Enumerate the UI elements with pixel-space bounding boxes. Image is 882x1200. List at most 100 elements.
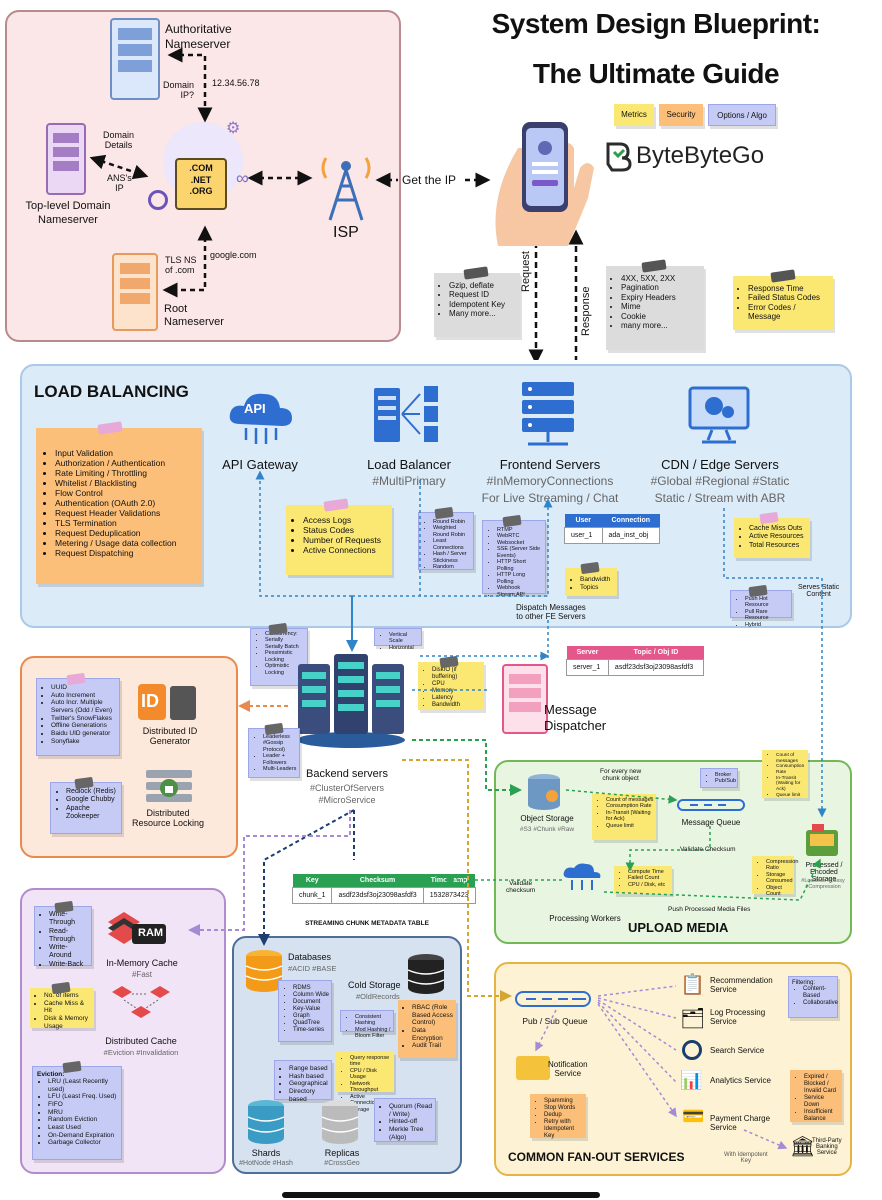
gateway-security-list: Input ValidationAuthorization / Authenti… (44, 448, 198, 558)
db-types-list-item: RDMS (293, 985, 329, 992)
sharding-note: Range basedHash basedGeographicalDirecto… (274, 1060, 332, 1103)
replicas-icon (320, 1098, 360, 1146)
dns-arrows (89, 47, 584, 360)
upload-mq-metrics-list: Count of messagesConsumption RateIn-Tran… (765, 753, 806, 798)
notification-notes: SpammingStop WordsDedupRetry with Idempo… (530, 1094, 586, 1139)
id-generator-label: Distributed ID Generator (142, 726, 198, 746)
cache-metrics-list-item: No. of items (44, 992, 92, 1000)
org-label: .ORG (189, 186, 213, 197)
load-balancing-heading: LOAD BALANCING (34, 382, 189, 401)
notification-icon (516, 1056, 550, 1080)
upload-mq-metrics-note: Count of messagesConsumption RateIn-Tran… (762, 750, 808, 798)
storage-metrics-note: Compression RatioStorage ConsumedObject … (752, 856, 798, 897)
tld-server-icon (46, 123, 86, 195)
serves-static-label: Serves Static Content (798, 584, 840, 598)
backend-resources-note: DiskIO (if buffering)CPUMemoryLatencyBan… (418, 655, 484, 710)
shards-icon (246, 1098, 286, 1146)
processed-storage-icon (802, 824, 842, 860)
lock-options-list-item: Apache Zookeeper (66, 805, 119, 822)
analytics-label: Analytics Service (710, 1076, 771, 1085)
scrollbar[interactable] (282, 1192, 600, 1198)
cdn-tag-1: #Global #Regional #Static (650, 474, 790, 488)
title-line-1: System Design Blueprint: (491, 8, 821, 39)
conn-cell-connection: ada_inst_obj (601, 527, 661, 544)
request-headers-list-item: Request ID (449, 290, 516, 299)
queue-metrics-list-item: In-Transit (Waiting for Ack) (606, 810, 654, 823)
eviction-title: Eviction: (37, 1071, 65, 1078)
push-processed-label: Push Processed Media Files (668, 906, 751, 913)
backend-servers-label: Backend servers (306, 768, 388, 780)
queue-metrics-note: Count of messagesConsumption RateIn-Tran… (592, 794, 656, 840)
request-headers-list: Gzip, deflateRequest IDIdempotent KeyMan… (438, 281, 516, 319)
db-types-list-item: QuadTree (293, 1020, 329, 1027)
storage-metrics-list-item: Storage Consumed (766, 872, 793, 885)
request-headers-note: Gzip, deflateRequest IDIdempotent KeyMan… (434, 266, 520, 337)
notification-notes-list-item: Stop Words (544, 1105, 584, 1112)
database-icon (244, 948, 284, 994)
db-metrics-list-item: Active Connections (350, 1094, 392, 1107)
lb-metrics-list-item: Status Codes (303, 525, 388, 535)
validate-checksum-label: Validate Checksum (680, 846, 736, 853)
worker-metrics-list-item: CPU / Disk, etc (628, 882, 670, 888)
api-gateway-label: API Gateway (222, 457, 298, 472)
queue-metrics-list-item: Queue limit (606, 823, 654, 829)
queue-metrics-list-item: Consumption Rate (606, 803, 654, 809)
pubsub-queue-icon (514, 986, 596, 1012)
gateway-security-list-item: Request Dispatching (55, 548, 198, 558)
upload-mq-metrics-list-item: Queue limit (776, 793, 806, 799)
infinity-icon: ∞ (236, 168, 249, 188)
concurrency-list-item: Concurrency: (265, 631, 305, 637)
eviction-list-item: FIFO (48, 1101, 119, 1109)
upload-mq-metrics-list-item: In-Transit (Waiting for Ack) (776, 776, 806, 793)
leader-note: Leaderless #Gossip Protocol)Leader + Fol… (248, 722, 300, 778)
frontend-tag-1: #InMemoryConnections (486, 474, 614, 488)
in-memory-tag: #Fast (131, 970, 152, 979)
response-headers-list-item: 4XX, 5XX, 2XX (621, 274, 700, 283)
fanout-heading: COMMON FAN-OUT SERVICES (508, 1150, 685, 1164)
shards-label: Shards (251, 1148, 281, 1158)
quorum-note: Quorum (Read / Write)Hinted-offMerkle Tr… (374, 1098, 436, 1142)
scale-list-item: Vertical Scale (389, 632, 419, 645)
fe-metrics-list-item: Topics (580, 584, 615, 592)
dispatch-messages-label: Dispatch Messages to other FE Servers (516, 603, 586, 621)
id-options-list-item: Offline Generations (51, 722, 117, 730)
object-storage-label: Object Storage (520, 814, 574, 823)
concurrency-list-item: Optimistic Locking (265, 663, 305, 676)
chunk-cell-checksum: asdf23dsf3oj23098asfdf3 (331, 887, 424, 904)
leader-list-item: Leader + Followers (263, 753, 297, 766)
eviction-list-item: Least Used (48, 1124, 119, 1132)
worker-metrics-note: Compute TimeFailed CountCPU / Disk, etc (614, 866, 672, 894)
cold-storage-tag: #OldRecords (356, 992, 400, 1001)
sharding-list-item: Geographical (289, 1080, 329, 1088)
leader-list-item: Multi-Leaders (263, 766, 297, 772)
legend-options: Options / Algo (708, 104, 776, 126)
lb-metrics-note: Access LogsStatus CodesNumber of Request… (286, 498, 392, 575)
fe-protocols-list-item: SSE (Server Side Events) (497, 546, 543, 559)
lb-metrics-list: Access LogsStatus CodesNumber of Request… (292, 515, 388, 555)
upload-mq-metrics-list-item: Count of messages (776, 753, 806, 764)
response-headers-list-item: Pagination (621, 283, 700, 292)
db-types-list-item: Column Wide (293, 992, 329, 999)
load-balancer-label: Load Balancer (367, 457, 451, 472)
id-options-list-item: Auto Incr. Multiple Servers (Odd / Even) (51, 699, 117, 714)
leader-list: Leaderless #Gossip Protocol)Leader + Fol… (252, 734, 297, 773)
response-headers-list-item: Cookie (621, 312, 700, 321)
message-dispatcher-icon (502, 664, 548, 734)
replicas-tag: #CrossGeo (324, 1160, 360, 1167)
lock-icon (144, 766, 194, 806)
lock-options-list-item: Redlock (Redis) (66, 788, 119, 796)
notification-notes-list-item: Spamming (544, 1098, 584, 1105)
message-queue-label: Message Queue (681, 818, 741, 827)
quorum-list-item: Quorum (Read / Write) (389, 1103, 433, 1118)
db-types-list-item: Graph (293, 1013, 329, 1020)
bank-icon: 🏛 (790, 1136, 816, 1158)
gateway-security-list-item: Whitelist / Blacklisting (55, 478, 198, 488)
filtering-content: Content-Based (803, 986, 835, 1000)
chunk-header-key: Key (292, 874, 332, 888)
response-metrics-list-item: Failed Status Codes (748, 293, 829, 302)
eviction-list: LRU (Least Recently used)LFU (Least Freq… (37, 1078, 119, 1147)
cache-metrics-list-item: Cache Miss & Hit (44, 1000, 92, 1015)
third-party-label: Third-Party Banking Service (812, 1138, 842, 1156)
payment-icon: 💳 (682, 1106, 705, 1126)
